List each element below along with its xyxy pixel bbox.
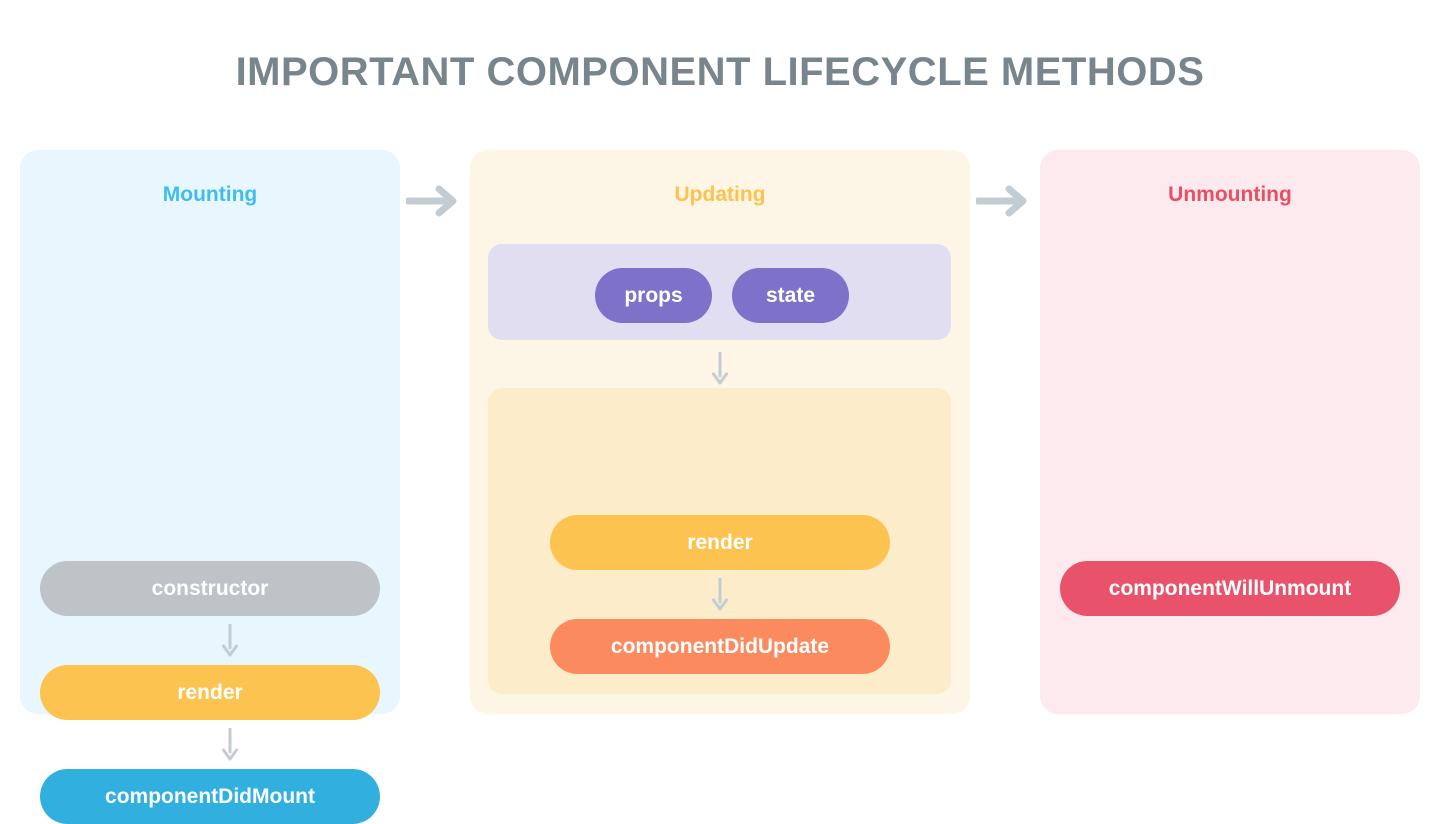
column-heading-updating: Updating (674, 183, 766, 206)
column-heading-unmounting: Unmounting (1168, 183, 1292, 206)
column-heading-mounting: Mounting (162, 183, 258, 206)
trigger-pill-state[interactable]: state (732, 268, 849, 323)
trigger-pill-props[interactable]: props (595, 268, 712, 323)
down-arrow-icon (709, 577, 731, 612)
down-arrow-icon (219, 727, 241, 762)
right-arrow-icon (404, 184, 460, 218)
down-arrow-icon (709, 351, 731, 386)
lifecycle-pill-render-updating[interactable]: render (550, 515, 890, 570)
lifecycle-pill-constructor[interactable]: constructor (40, 561, 380, 616)
lifecycle-pill-component-did-mount[interactable]: componentDidMount (40, 769, 380, 824)
column-mounting: Mounting constructor render componentDid… (20, 150, 400, 824)
lifecycle-pill-component-will-unmount[interactable]: componentWillUnmount (1060, 561, 1400, 616)
page-title: IMPORTANT COMPONENT LIFECYCLE METHODS (235, 50, 1205, 94)
right-arrow-icon (974, 184, 1030, 218)
lifecycle-pill-render-mounting[interactable]: render (40, 665, 380, 720)
down-arrow-icon (219, 623, 241, 658)
lifecycle-pill-component-did-update[interactable]: componentDidUpdate (550, 619, 890, 674)
column-unmounting: Unmounting componentWillUnmount (1040, 150, 1420, 714)
column-updating: Updating props state render componentDid… (470, 150, 970, 714)
props-state-panel (488, 244, 951, 340)
